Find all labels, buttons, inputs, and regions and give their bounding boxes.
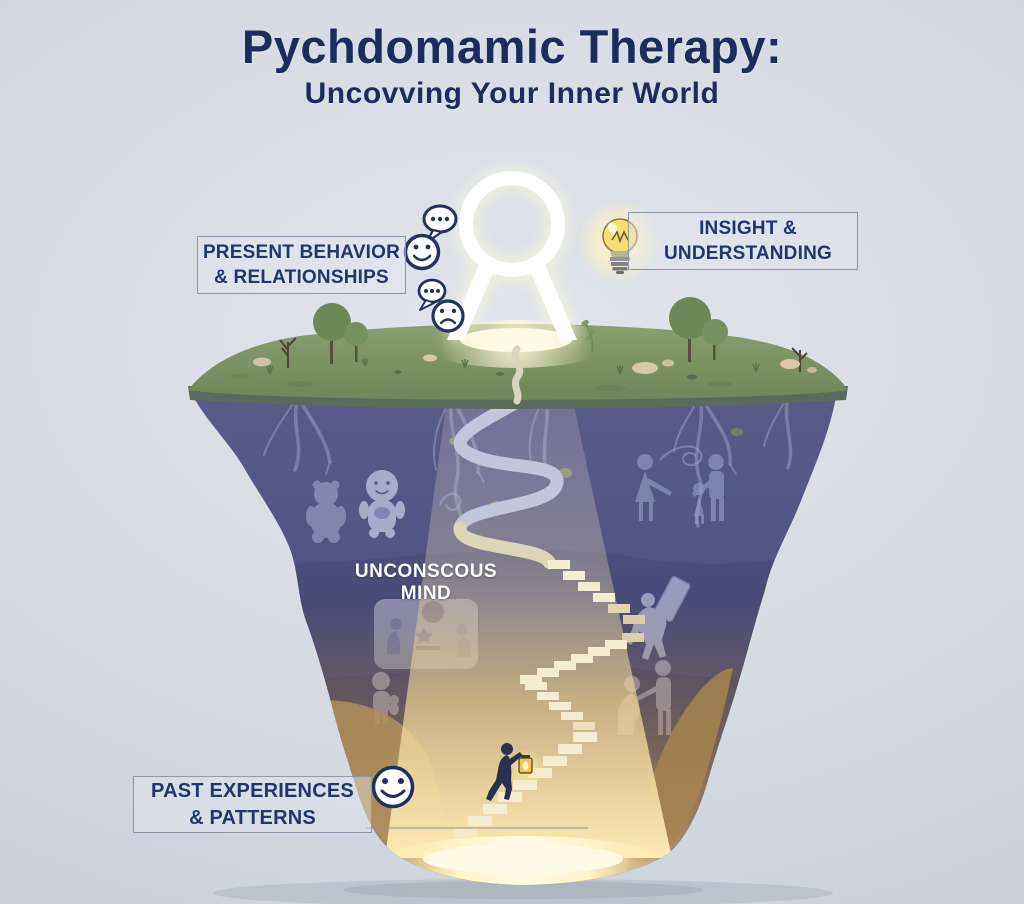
label-insight-line1: INSIGHT & bbox=[699, 217, 797, 239]
winding-path bbox=[453, 396, 564, 569]
speech-bubble-dots-top-icon bbox=[422, 204, 458, 244]
trees-right bbox=[669, 297, 808, 372]
ground bbox=[188, 297, 848, 409]
present-behavior-icons bbox=[403, 204, 465, 333]
light-beam bbox=[385, 397, 672, 858]
sad-face-icon bbox=[431, 299, 465, 333]
trees-left bbox=[279, 303, 368, 368]
memory-family bbox=[635, 454, 724, 524]
label-unconscious-mind: UNCONSCOUS MIND bbox=[354, 561, 498, 604]
bottom-glow-core bbox=[423, 844, 623, 874]
grass-path bbox=[511, 345, 524, 405]
lantern-icon bbox=[518, 753, 533, 774]
smiley-face-icon bbox=[371, 765, 415, 809]
grass-tufts bbox=[266, 358, 760, 375]
speech-bubble-dots-bottom-icon bbox=[417, 278, 447, 311]
label-insight: INSIGHT & UNDERSTANDING bbox=[628, 212, 858, 270]
label-past-line2: & PATTERNS bbox=[189, 806, 316, 829]
scribble-right bbox=[659, 445, 703, 467]
label-past-experiences: PAST EXPERIENCES & PATTERNS bbox=[133, 776, 372, 833]
grass-clumps bbox=[230, 373, 732, 391]
keyhole-icon bbox=[447, 171, 577, 340]
page-title: Pychdomamic Therapy: Uncovving Your Inne… bbox=[0, 22, 1024, 111]
title-line1: Pychdomamic Therapy: bbox=[241, 20, 783, 73]
happy-face-icon bbox=[403, 233, 441, 271]
person-climbing-stairs-icon bbox=[486, 743, 544, 801]
title-line2: Uncovving Your Inner World bbox=[304, 77, 720, 111]
keyhole-ground-glow-core bbox=[460, 328, 572, 352]
label-present-behavior: PRESENT BEHAVIOR & RELATIONSHIPS bbox=[197, 236, 406, 294]
ground-shadow bbox=[213, 879, 833, 904]
label-insight-line2: UNDERSTANDING bbox=[664, 243, 832, 264]
memory-teddy-bear bbox=[306, 480, 346, 543]
memory-baby bbox=[359, 470, 405, 538]
label-present-line1: PRESENT BEHAVIOR bbox=[202, 241, 401, 263]
label-present-line2: & RELATIONSHIPS bbox=[214, 267, 389, 288]
label-past-line1: PAST EXPERIENCES bbox=[151, 780, 354, 803]
sprig bbox=[581, 320, 595, 353]
rocks bbox=[253, 354, 817, 380]
